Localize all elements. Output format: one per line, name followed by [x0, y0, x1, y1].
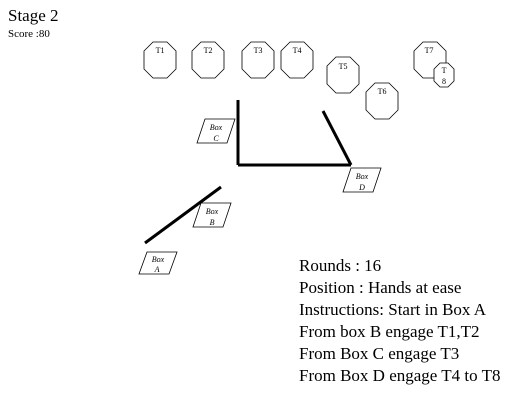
target-t3: T3 — [241, 41, 275, 79]
barrier-wall-left — [144, 185, 222, 245]
rounds-line: Rounds : 16 — [299, 256, 382, 275]
stage-instructions: Rounds : 16 Position : Hands at ease Ins… — [299, 255, 500, 387]
target-label: T7 — [425, 46, 434, 55]
target-t6: T6 — [365, 82, 399, 120]
box-label: A — [154, 265, 160, 274]
shooting-box-c: Box C — [196, 118, 236, 144]
barrier-wall-diagonal — [321, 110, 353, 166]
target-label: T6 — [378, 87, 387, 96]
target-label: T — [442, 66, 447, 75]
box-label: Box — [152, 255, 165, 264]
box-c-instruction-line: From Box C engage T3 — [299, 344, 460, 363]
shooting-box-d: Box D — [342, 167, 382, 193]
target-label: T4 — [293, 46, 302, 55]
shooting-box-a: Box A — [138, 251, 178, 275]
score-label: Score :80 — [8, 28, 50, 40]
shooting-box-b: Box B — [192, 202, 232, 228]
target-label: 8 — [442, 77, 446, 86]
target-t2: T2 — [191, 41, 225, 79]
box-d-instruction-line: From Box D engage T4 to T8 — [299, 366, 501, 385]
target-label: T5 — [339, 62, 348, 71]
target-label: T3 — [254, 46, 263, 55]
target-label: T1 — [156, 46, 165, 55]
target-t5: T5 — [326, 56, 360, 94]
box-label: D — [358, 183, 365, 192]
target-t8: T 8 — [433, 62, 455, 88]
start-instruction-line: Instructions: Start in Box A — [299, 300, 486, 319]
box-label: Box — [356, 172, 369, 181]
box-b-instruction-line: From box B engage T1,T2 — [299, 322, 480, 341]
box-label: Box — [210, 123, 223, 132]
target-label: T2 — [204, 46, 213, 55]
box-label: Box — [206, 207, 219, 216]
box-label: B — [210, 218, 215, 227]
position-line: Position : Hands at ease — [299, 278, 462, 297]
target-t1: T1 — [143, 41, 177, 79]
stage-title: Stage 2 — [8, 6, 59, 25]
target-t4: T4 — [280, 41, 314, 79]
box-label: C — [213, 134, 219, 143]
